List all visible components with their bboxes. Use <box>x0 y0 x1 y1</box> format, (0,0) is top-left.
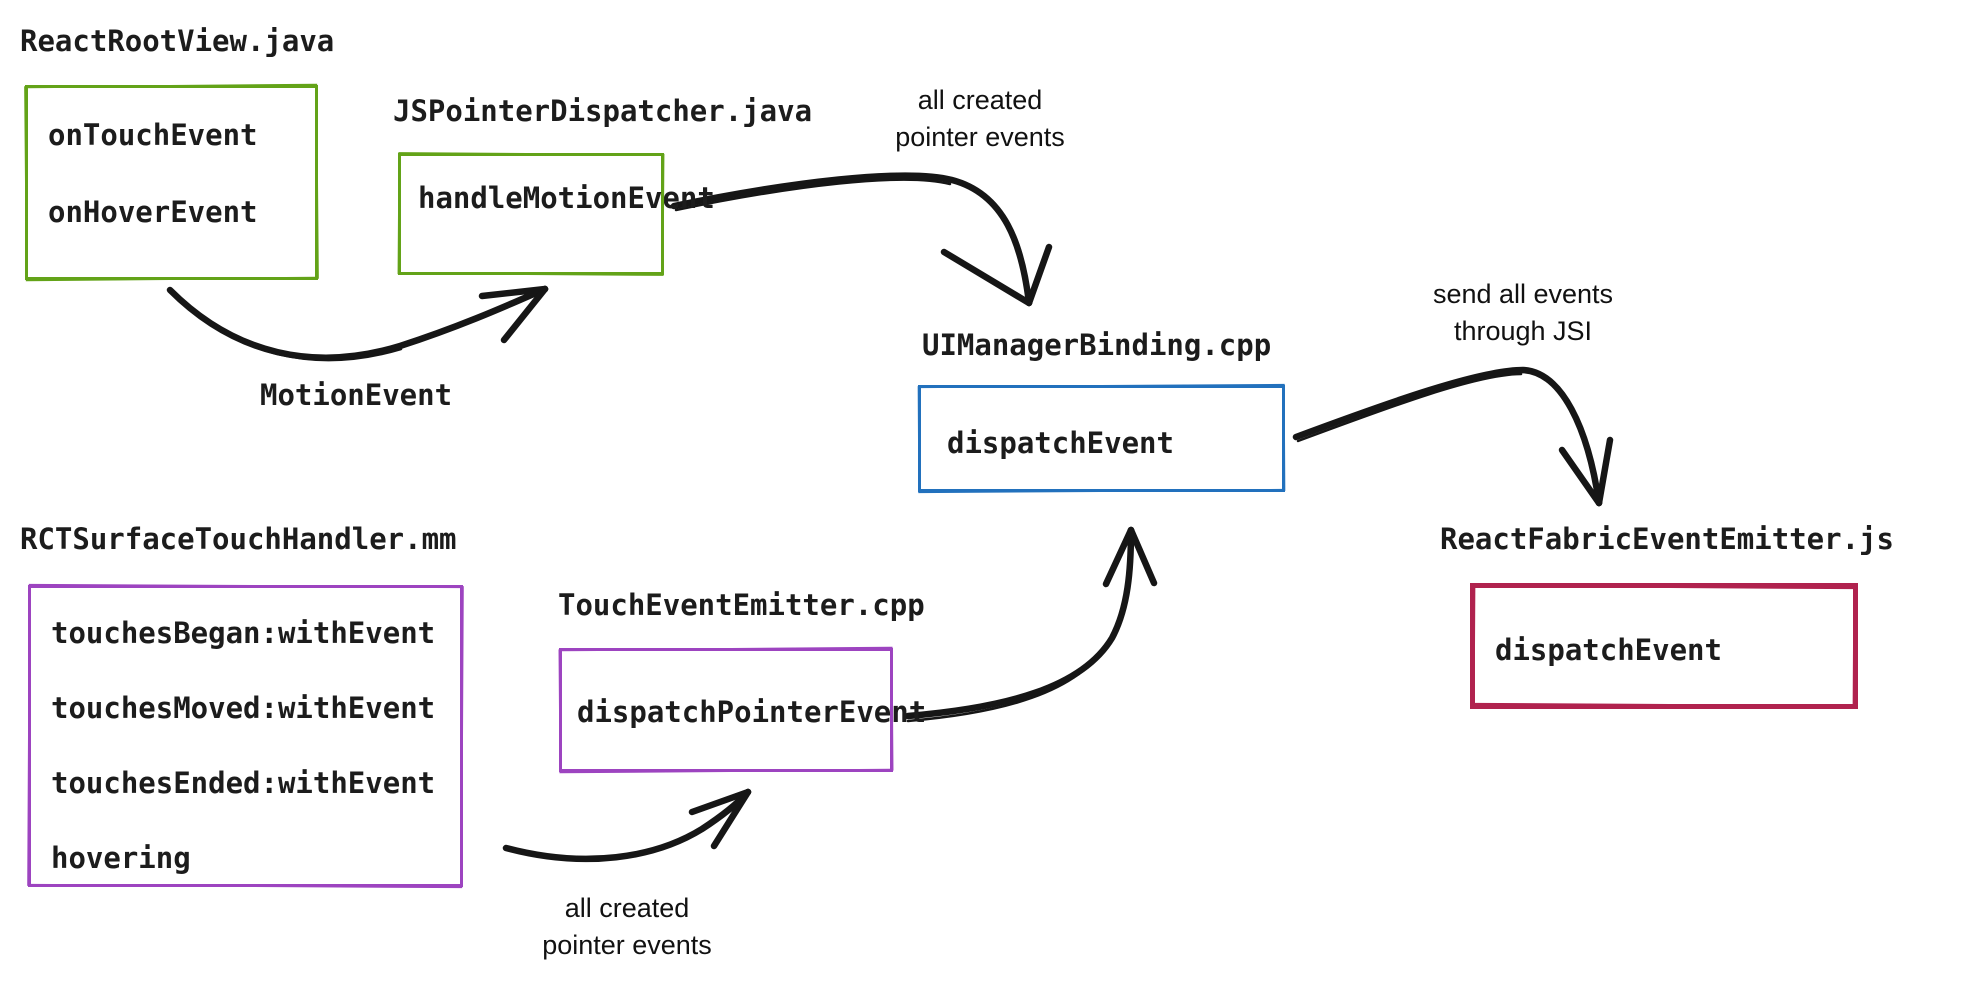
method-label: dispatchPointerEvent <box>577 695 927 729</box>
edge-label-motionevent: MotionEvent <box>260 378 453 412</box>
node-jspointerdispatcher-title: JSPointerDispatcher.java <box>393 94 813 128</box>
method-label: onHoverEvent <box>48 195 258 229</box>
edge-label-line: all created <box>564 893 690 923</box>
node-rctsurfacetouchhandler-box: touchesBegan:withEvent touchesMoved:with… <box>28 585 463 887</box>
edge-label-jsi: send all events through JSI <box>1373 276 1673 350</box>
arrow-jsi <box>1292 366 1614 507</box>
node-rctsurfacetouchhandler-title: RCTSurfaceTouchHandler.mm <box>20 522 457 556</box>
edge-label-line: through JSI <box>1453 316 1593 346</box>
node-uimanagerbinding-title: UIManagerBinding.cpp <box>922 328 1272 362</box>
method-label: dispatchEvent <box>1495 633 1722 667</box>
node-reactfabriceventemitter-box: dispatchEvent <box>1470 583 1858 709</box>
method-label: handleMotionEvent <box>418 181 715 215</box>
node-uimanagerbinding-box: dispatchEvent <box>918 385 1285 492</box>
node-reactfabriceventemitter-title: ReactFabricEventEmitter.js <box>1440 522 1894 556</box>
edge-label-ios-pointer-events: all created pointer events <box>477 890 777 964</box>
node-toucheventemitter-box: dispatchPointerEvent <box>559 648 927 772</box>
edge-label-line: send all events <box>1432 279 1614 309</box>
arrow-dispatch-to-binding <box>904 526 1158 723</box>
edge-label-line: pointer events <box>542 930 712 960</box>
node-reactrootview-title: ReactRootView.java <box>20 24 335 58</box>
edge-label-line: all created <box>917 85 1043 115</box>
edge-label-android-pointer-events: all created pointer events <box>830 82 1130 156</box>
arrow-motionevent <box>166 285 549 362</box>
method-label: touchesMoved:withEvent <box>51 691 436 725</box>
arrow-ios-pointer-events <box>502 788 752 863</box>
method-label: touchesEnded:withEvent <box>51 766 436 800</box>
method-label: dispatchEvent <box>947 426 1174 460</box>
node-toucheventemitter-title: TouchEventEmitter.cpp <box>558 588 925 622</box>
method-label: onTouchEvent <box>48 118 258 152</box>
node-reactrootview-box: onTouchEvent onHoverEvent <box>25 85 318 280</box>
arrow-android-pointer-events <box>670 172 1053 307</box>
method-label: touchesBegan:withEvent <box>51 616 436 650</box>
node-jspointerdispatcher-box: handleMotionEvent <box>398 153 715 275</box>
edge-label-line: pointer events <box>895 122 1065 152</box>
method-label: hovering <box>51 841 191 875</box>
